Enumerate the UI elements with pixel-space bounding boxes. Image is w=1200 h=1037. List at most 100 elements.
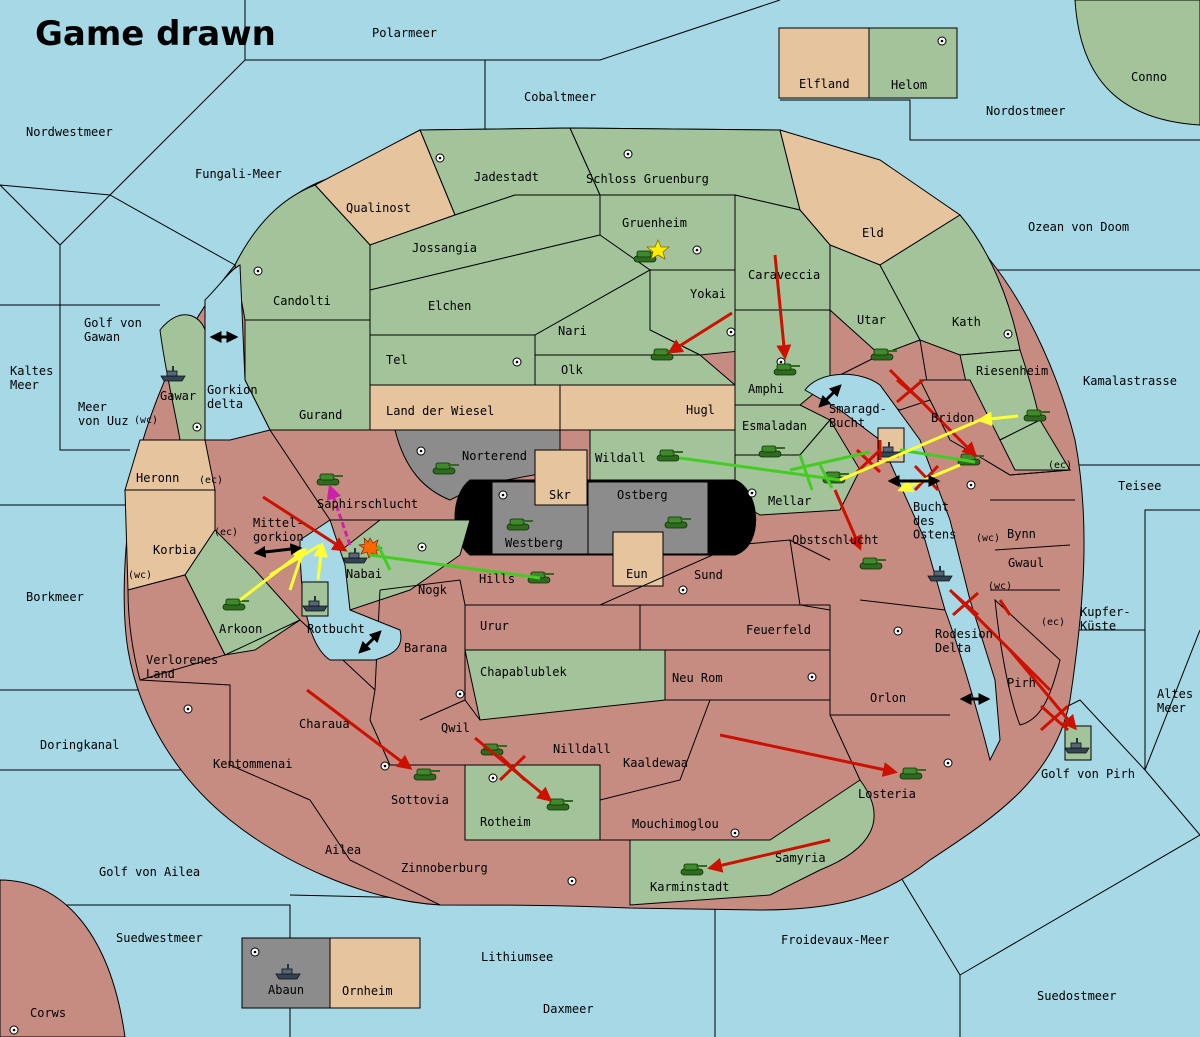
label-jossangia: Jossangia bbox=[412, 241, 477, 255]
label-rotbucht: Rotbucht bbox=[307, 622, 365, 636]
label-smaragd: Smaragd-Bucht bbox=[829, 402, 887, 430]
label-elfland: Elfland bbox=[799, 77, 850, 91]
label-kentommenai: Kentommenai bbox=[213, 757, 292, 771]
label-suedostmeer: Suedostmeer bbox=[1037, 989, 1116, 1003]
label-hugl: Hugl bbox=[686, 403, 715, 417]
label-olk: Olk bbox=[561, 363, 583, 377]
label-qualinost: Qualinost bbox=[346, 201, 411, 215]
label-yokai: Yokai bbox=[690, 287, 726, 301]
label-barana: Barana bbox=[404, 641, 447, 655]
label-bynn: Bynn bbox=[1007, 527, 1036, 541]
label-rotheim: Rotheim bbox=[480, 815, 531, 829]
label-nilldall: Nilldall bbox=[553, 742, 611, 756]
label-sottovia: Sottovia bbox=[391, 793, 449, 807]
label-doringkanal: Doringkanal bbox=[40, 738, 119, 752]
label-tel: Tel bbox=[386, 353, 408, 367]
label-nabai: Nabai bbox=[346, 567, 382, 581]
orders-green bbox=[369, 448, 976, 580]
page-title: Game drawn bbox=[35, 14, 276, 54]
label-nordwestmeer: Nordwestmeer bbox=[26, 125, 113, 139]
label-pirh: Pirh bbox=[1007, 676, 1036, 690]
label-ec-pirh: (ec) bbox=[1041, 617, 1065, 628]
label-teisee: Teisee bbox=[1118, 479, 1161, 493]
label-gruenheim: Gruenheim bbox=[622, 216, 687, 230]
label-nari: Nari bbox=[558, 324, 587, 338]
label-zinnoberburg: Zinnoberburg bbox=[401, 861, 488, 875]
label-land-wiesel: Land der Wiesel bbox=[386, 404, 494, 418]
label-wc-bynn: (wc) bbox=[976, 533, 1000, 544]
fleets bbox=[160, 365, 1092, 980]
corws-island bbox=[0, 879, 126, 1037]
label-saphir: Saphirschlucht bbox=[317, 497, 418, 511]
territory-labels: Polarmeer Cobaltmeer Elfland Helom Conno… bbox=[10, 26, 1193, 1020]
label-froidevaux: Froidevaux-Meer bbox=[781, 933, 889, 947]
label-cobaltmeer: Cobaltmeer bbox=[524, 90, 596, 104]
label-kaaldewaa: Kaaldewaa bbox=[623, 756, 688, 770]
label-charaua: Charaua bbox=[299, 717, 350, 731]
territories-north bbox=[234, 127, 1072, 516]
label-gawar: Gawar bbox=[160, 389, 196, 403]
territories-west bbox=[124, 314, 875, 906]
label-elchen: Elchen bbox=[428, 299, 471, 313]
label-amphi: Amphi bbox=[748, 382, 784, 396]
label-wc-korbia: (wc) bbox=[128, 570, 152, 581]
label-caraveccia: Caraveccia bbox=[748, 268, 820, 282]
label-arkoon: Arkoon bbox=[219, 622, 262, 636]
orders-red bbox=[262, 254, 1077, 873]
label-candolti: Candolti bbox=[273, 294, 331, 308]
conno-island bbox=[1074, 0, 1200, 126]
label-utar: Utar bbox=[857, 313, 886, 327]
label-heronn: Heronn bbox=[136, 471, 179, 485]
star-icon bbox=[645, 238, 671, 260]
label-fungali: Fungali-Meer bbox=[195, 167, 282, 181]
label-mellar: Mellar bbox=[768, 494, 811, 508]
explosion-icon bbox=[358, 537, 383, 559]
label-conno: Conno bbox=[1131, 70, 1167, 84]
elfland-box bbox=[778, 27, 870, 99]
label-obstschlucht: Obstschlucht bbox=[792, 533, 879, 547]
label-samyria: Samyria bbox=[775, 851, 826, 865]
label-lithiumsee: Lithiumsee bbox=[481, 950, 553, 964]
label-eun: Eun bbox=[626, 567, 648, 581]
label-bridon: Bridon bbox=[931, 411, 974, 425]
label-mouchi: Mouchimoglou bbox=[632, 817, 719, 831]
label-ec-teisee: (ec) bbox=[1048, 460, 1072, 471]
label-jadestadt: Jadestadt bbox=[474, 170, 539, 184]
label-borkmeer: Borkmeer bbox=[26, 590, 84, 604]
order-magenta bbox=[326, 484, 352, 546]
label-gwaul: Gwaul bbox=[1008, 556, 1044, 570]
label-karminstadt: Karminstadt bbox=[650, 880, 729, 894]
label-ailea: Ailea bbox=[325, 843, 361, 857]
label-suedwestmeer: Suedwestmeer bbox=[116, 931, 203, 945]
label-eld: Eld bbox=[862, 226, 884, 240]
ornheim-box bbox=[329, 937, 421, 1009]
label-gurand: Gurand bbox=[299, 408, 342, 422]
label-kupfer: Kupfer-Küste bbox=[1080, 605, 1131, 633]
label-nordostmeer: Nordostmeer bbox=[986, 104, 1065, 118]
label-sund: Sund bbox=[694, 568, 723, 582]
label-ec-heronn: (ec) bbox=[199, 475, 223, 486]
label-corws: Corws bbox=[30, 1006, 66, 1020]
label-chapa: Chapablublek bbox=[480, 665, 567, 679]
label-skr: Skr bbox=[549, 488, 571, 502]
label-riesenheim: Riesenheim bbox=[976, 364, 1048, 378]
passage-arrows bbox=[209, 331, 991, 705]
label-helom: Helom bbox=[891, 78, 927, 92]
label-ostberg: Ostberg bbox=[617, 488, 668, 502]
label-kamala: Kamalastrasse bbox=[1083, 374, 1177, 388]
label-golf-ailea: Golf von Ailea bbox=[99, 865, 200, 879]
label-kath: Kath bbox=[952, 315, 981, 329]
label-wc-gwaul: (wc) bbox=[988, 581, 1012, 592]
label-nogk: Nogk bbox=[418, 583, 448, 597]
label-ec-korbia: (ec) bbox=[214, 527, 238, 538]
label-daxmeer: Daxmeer bbox=[543, 1002, 594, 1016]
label-neu-rom: Neu Rom bbox=[672, 671, 723, 685]
label-feuerfeld: Feuerfeld bbox=[746, 623, 811, 637]
